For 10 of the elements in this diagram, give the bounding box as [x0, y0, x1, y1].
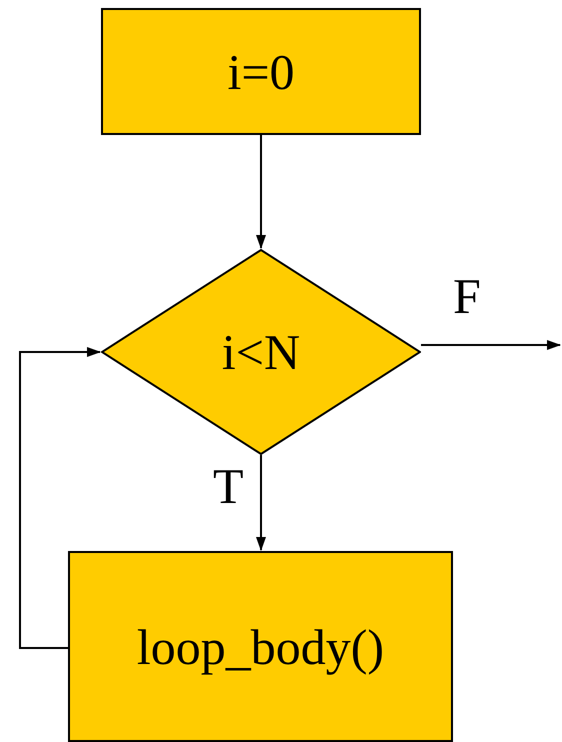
node-label: i=0	[227, 42, 295, 100]
arrow	[256, 135, 266, 249]
process-box	[68, 551, 453, 742]
arrow	[19, 347, 101, 649]
decision-diamond	[101, 249, 421, 455]
node-label: loop_body()	[136, 618, 384, 676]
node-label: i<N	[222, 323, 300, 381]
arrow	[256, 455, 266, 551]
arrow	[421, 340, 561, 350]
process-box	[101, 8, 421, 135]
